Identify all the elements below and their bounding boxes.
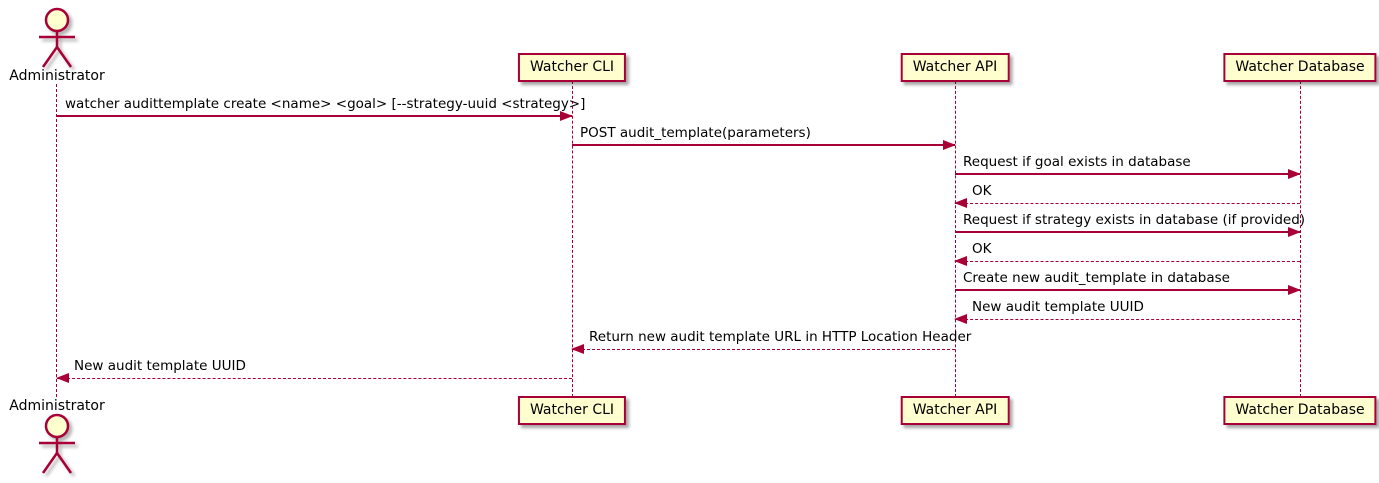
arrowhead-right-icon (943, 140, 956, 150)
actor-label-bottom: Administrator (9, 398, 105, 414)
actor-figure-bottom-icon (39, 413, 75, 474)
lifeline-watcher-cli (572, 81, 573, 397)
participant-box-watcher-api-top: Watcher API (900, 53, 1010, 82)
arrowhead-left-icon (571, 344, 584, 354)
lifeline-watcher-database (1300, 81, 1301, 397)
message-5-label: Request if strategy exists in database (… (963, 212, 1306, 228)
message-2: POST audit_template(parameters) (572, 125, 956, 150)
message-7-label: Create new audit_template in database (963, 270, 1230, 286)
arrowhead-left-icon (954, 256, 967, 266)
arrowhead-left-icon (56, 373, 69, 383)
message-5-line (955, 231, 1300, 233)
actor-label-top: Administrator (9, 68, 105, 84)
arrowhead-right-icon (560, 111, 573, 121)
message-3-label: Request if goal exists in database (963, 154, 1191, 170)
message-8-line (955, 319, 1300, 320)
participant-box-watcher-database-bottom: Watcher Database (1223, 396, 1377, 425)
message-4-line (955, 203, 1300, 204)
actor-figure-top-icon (39, 7, 75, 68)
message-3-line (955, 173, 1300, 175)
message-6-label: OK (972, 241, 992, 257)
message-6-line (955, 261, 1300, 262)
message-8-label: New audit template UUID (972, 299, 1144, 315)
message-1: watcher audittemplate create <name> <goa… (57, 96, 585, 121)
arrowhead-left-icon (954, 314, 967, 324)
arrowhead-right-icon (1288, 285, 1301, 295)
arrowhead-left-icon (954, 198, 967, 208)
message-9-line (572, 349, 955, 350)
message-10-label: New audit template UUID (74, 358, 246, 374)
arrowhead-right-icon (1288, 169, 1301, 179)
message-8: New audit template UUID (954, 299, 1300, 324)
message-6: OK (954, 241, 1300, 266)
message-9: Return new audit template URL in HTTP Lo… (571, 329, 971, 354)
participant-box-watcher-cli-top: Watcher CLI (517, 53, 627, 82)
participant-box-watcher-database-top: Watcher Database (1223, 53, 1377, 82)
message-5: Request if strategy exists in database (… (955, 212, 1305, 237)
lifeline-watcher-api (955, 81, 956, 397)
message-9-label: Return new audit template URL in HTTP Lo… (589, 329, 972, 345)
arrowhead-right-icon (1288, 227, 1301, 237)
message-10: New audit template UUID (56, 358, 572, 383)
message-4-label: OK (972, 183, 992, 199)
message-4: OK (954, 183, 1300, 208)
message-3: Request if goal exists in database (955, 154, 1301, 179)
message-2-line (572, 144, 955, 146)
message-10-line (57, 378, 572, 379)
message-2-label: POST audit_template(parameters) (580, 125, 811, 141)
participant-box-watcher-cli-bottom: Watcher CLI (517, 396, 627, 425)
participant-box-watcher-api-bottom: Watcher API (900, 396, 1010, 425)
lifeline-administrator (56, 84, 57, 397)
message-1-label: watcher audittemplate create <name> <goa… (65, 96, 586, 112)
message-7-line (955, 289, 1300, 291)
message-1-line (57, 115, 572, 117)
message-7: Create new audit_template in database (955, 270, 1301, 295)
